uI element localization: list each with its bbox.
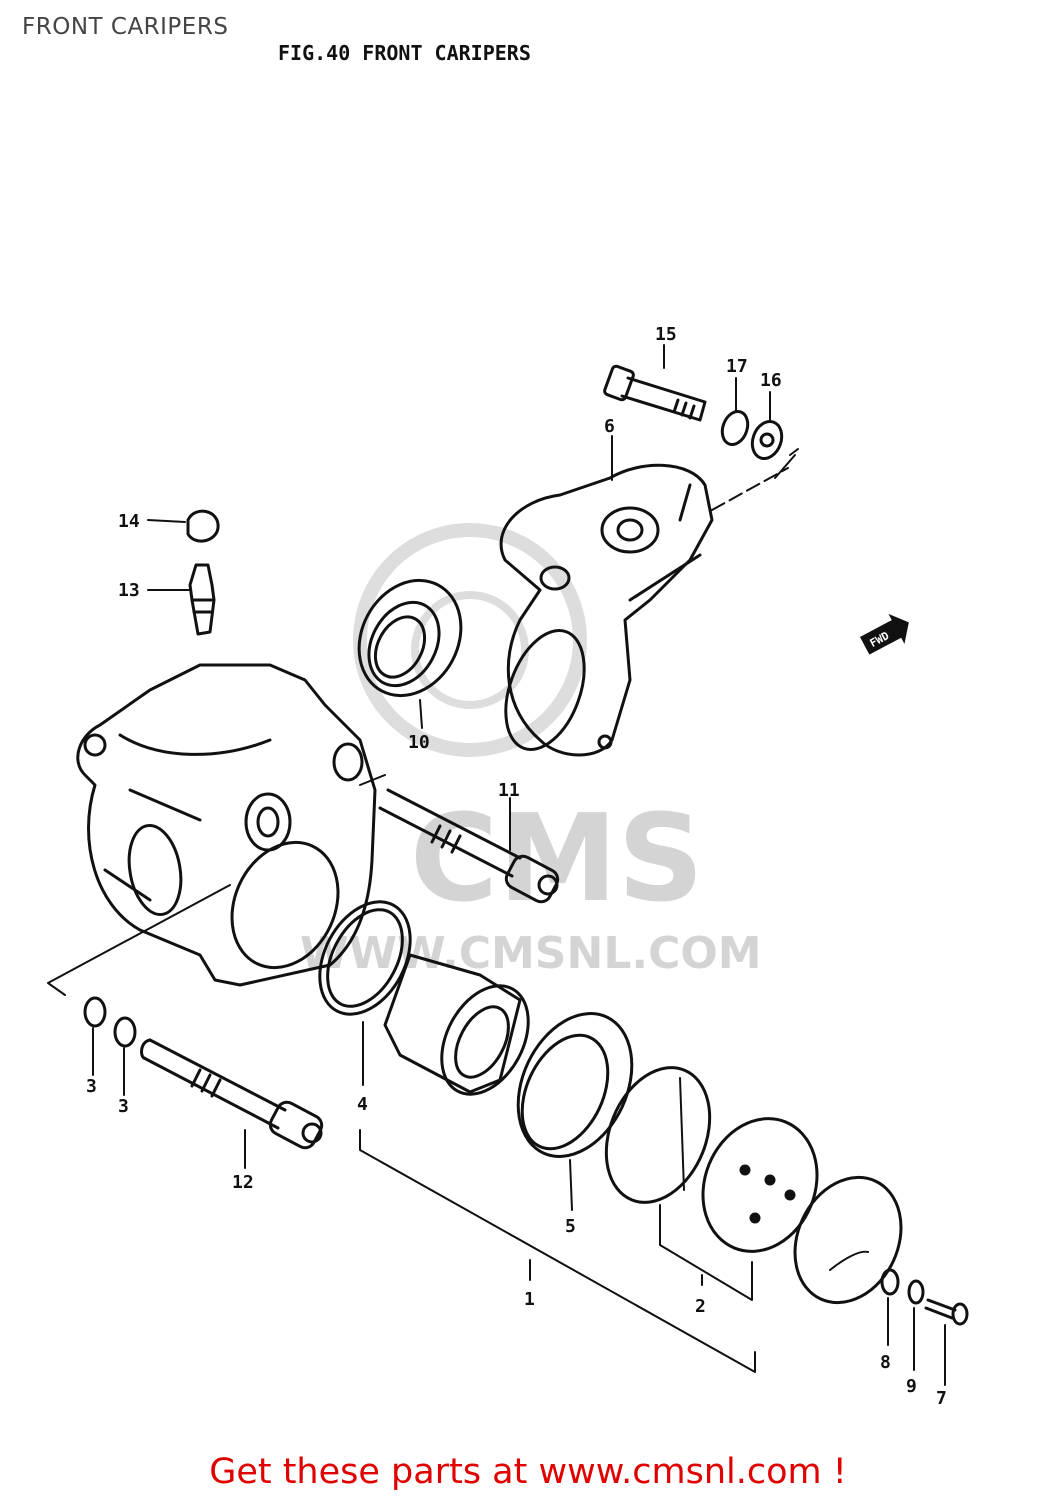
label-part-8: 8 [880, 1352, 891, 1373]
label-part-2: 2 [695, 1296, 706, 1317]
footer-link[interactable]: Get these parts at www.cmsnl.com ! [209, 1452, 847, 1492]
watermark-logo: CMS [410, 790, 704, 929]
label-part-14: 14 [118, 511, 140, 532]
watermark-url: WWW.CMSNL.COM [300, 928, 762, 979]
label-part-5: 5 [565, 1216, 576, 1237]
part-2-brake-pads [604, 1066, 819, 1253]
watermark-mascot-face [411, 591, 529, 709]
leader-lines [92, 344, 946, 1386]
part-11-caliper-pin [378, 788, 560, 904]
label-part-12: 12 [232, 1172, 254, 1193]
label-part-15: 15 [655, 324, 677, 345]
label-part-3a: 3 [86, 1076, 97, 1097]
label-part-11: 11 [498, 780, 520, 801]
label-part-1: 1 [524, 1289, 535, 1310]
page-title: FRONT CARIPERS [22, 14, 229, 40]
label-part-17: 17 [726, 356, 748, 377]
part-9-washer [907, 1279, 925, 1305]
part-13-bleeder-valve [188, 563, 216, 636]
part-5-dust-boot [516, 1012, 634, 1158]
part-3-o-ring-a [83, 996, 107, 1028]
figure-title: FIG.40 FRONT CARIPERS [278, 41, 531, 65]
watermark-mascot-ring [353, 523, 587, 757]
part-7-screw [924, 1298, 969, 1326]
part-16-washer [750, 420, 784, 460]
watermark: CMS WWW.CMSNL.COM [300, 523, 762, 979]
part-15-bolt [603, 364, 707, 422]
part-3-o-ring-b [113, 1016, 137, 1048]
label-part-13: 13 [118, 580, 140, 601]
label-part-9: 9 [906, 1376, 917, 1397]
part-17-lock-washer [720, 410, 750, 446]
label-part-4: 4 [357, 1094, 368, 1115]
part-8-washer [880, 1268, 900, 1296]
part-6-caliper-bracket [499, 463, 789, 757]
label-part-3b: 3 [118, 1096, 129, 1117]
label-part-16: 16 [760, 370, 782, 391]
part-12-caliper-pin [140, 1038, 324, 1150]
caliper-body [47, 663, 386, 996]
label-part-7: 7 [936, 1388, 947, 1409]
part-14-bleeder-cap [186, 509, 220, 543]
label-part-6: 6 [604, 416, 615, 437]
pad-shim [793, 1175, 903, 1305]
part-1-piston [383, 953, 530, 1096]
label-part-10: 10 [408, 732, 430, 753]
forward-arrow-icon: FWD [859, 613, 909, 655]
part-10-dust-seal [357, 578, 463, 698]
part-4-piston-seal [318, 900, 412, 1016]
